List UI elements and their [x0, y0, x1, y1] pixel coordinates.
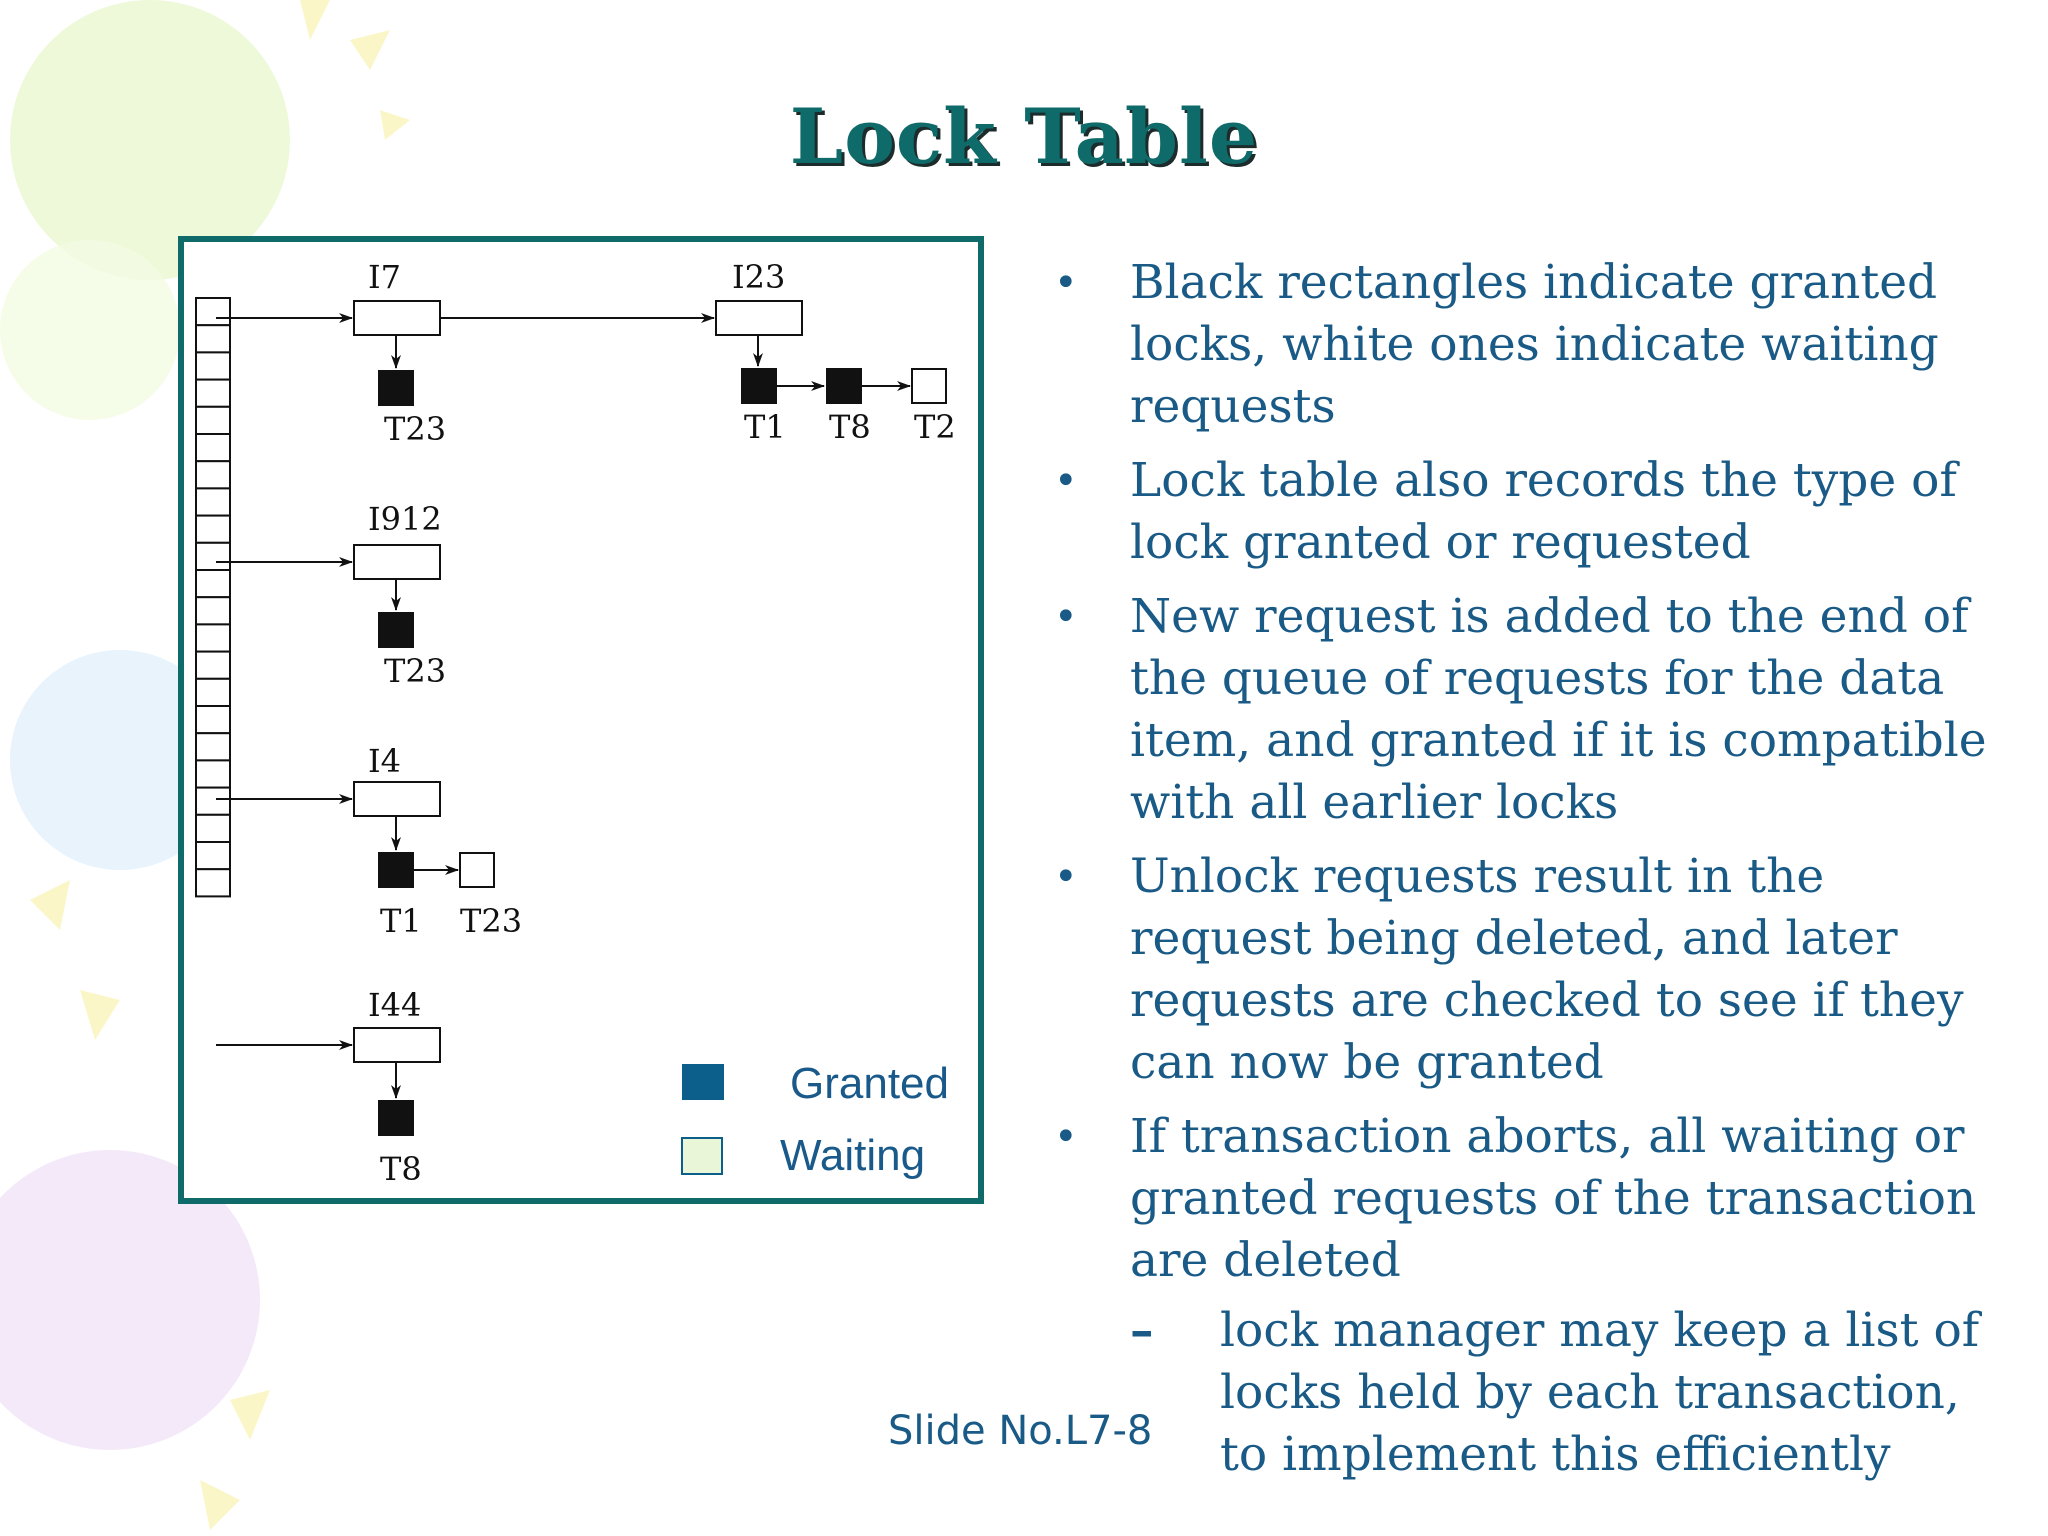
- hash-bucket-cell: [195, 813, 231, 843]
- bullet-item: • Unlock requests result in the request …: [1040, 846, 2000, 1094]
- hash-bucket-cell: [195, 433, 231, 463]
- data-item-label: I23: [732, 258, 785, 296]
- transaction-label: T23: [384, 652, 446, 690]
- hash-bucket-cell: [195, 351, 231, 381]
- hash-bucket-cell: [195, 324, 231, 354]
- sub-bullet-text: lock manager may keep a list of locks he…: [1220, 1303, 1980, 1482]
- legend-waiting-swatch: [681, 1137, 723, 1175]
- hash-bucket-cell: [195, 786, 231, 816]
- hash-table-column: [195, 297, 231, 898]
- bullet-dot-icon: •: [1054, 594, 1078, 640]
- granted-request: [378, 370, 414, 406]
- balloon-green-decoration: [10, 0, 290, 280]
- bullet-item: • New request is added to the end of the…: [1040, 586, 2000, 834]
- transaction-label: T1: [380, 902, 422, 940]
- lock-table-svg: I7 T23 I23 T1 T8 T2 I912 T23 I4 T1 T23: [195, 258, 956, 1188]
- data-item-label: I912: [368, 500, 442, 538]
- bullet-dot-icon: •: [1054, 260, 1078, 306]
- bullet-list: • Black rectangles indicate granted lock…: [1040, 252, 2000, 1498]
- bullet-dot-icon: •: [1054, 1114, 1078, 1160]
- balloon-purple-decoration: [0, 1150, 260, 1450]
- bullet-text: Black rectangles indicate granted locks,…: [1130, 255, 1939, 434]
- hash-bucket-cell: [195, 460, 231, 490]
- bullet-text: Unlock requests result in the request be…: [1130, 849, 1964, 1090]
- transaction-label: T23: [460, 902, 522, 940]
- sun-ray-decoration: [80, 990, 120, 1040]
- sun-ray-decoration: [350, 30, 390, 70]
- transaction-label: T8: [380, 1150, 422, 1188]
- bullet-text: New request is added to the end of the q…: [1130, 589, 1987, 830]
- lock-table-diagram: I7 T23 I23 T1 T8 T2 I912 T23 I4 T1 T23: [178, 236, 984, 1204]
- data-item-box: [715, 300, 803, 336]
- hash-bucket-cell: [195, 759, 231, 789]
- transaction-label: T1: [744, 408, 786, 446]
- transaction-label: T2: [914, 408, 956, 446]
- granted-request: [826, 368, 862, 404]
- legend-granted-swatch: [682, 1064, 724, 1100]
- hash-bucket-cell: [195, 405, 231, 436]
- granted-request: [741, 368, 777, 404]
- hash-bucket-cell: [195, 541, 231, 571]
- hash-bucket-cell: [195, 650, 231, 680]
- data-item-box: [353, 1027, 441, 1063]
- sun-ray-decoration: [300, 0, 330, 40]
- granted-request: [378, 1100, 414, 1136]
- hash-bucket-cell: [195, 514, 231, 544]
- data-item-box: [353, 300, 441, 336]
- waiting-request: [459, 852, 495, 888]
- legend-granted-label: Granted: [790, 1059, 949, 1108]
- sub-bullet-list: – lock manager may keep a list of locks …: [1130, 1300, 2000, 1486]
- slide-title: Lock Table: [789, 92, 1259, 181]
- bullet-text: Lock table also records the type of lock…: [1130, 453, 1957, 570]
- bullet-item: • Black rectangles indicate granted lock…: [1040, 252, 2000, 438]
- data-item-box: [353, 544, 441, 580]
- bullet-item: • Lock table also records the type of lo…: [1040, 450, 2000, 574]
- hash-bucket-cell: [195, 732, 231, 762]
- sun-ray-decoration: [200, 1480, 240, 1530]
- slide-number: Slide No.L7-8: [888, 1408, 1153, 1454]
- legend-waiting-label: Waiting: [780, 1131, 925, 1180]
- balloon-green-decoration: [0, 240, 180, 420]
- hash-bucket-cell: [195, 487, 231, 517]
- hash-bucket-cell: [195, 596, 231, 626]
- sun-ray-decoration: [230, 1390, 270, 1440]
- sun-ray-decoration: [380, 110, 410, 140]
- hash-bucket-cell: [195, 705, 231, 735]
- balloon-blue-decoration: [10, 650, 230, 870]
- granted-request: [378, 612, 414, 648]
- bullet-item: • If transaction aborts, all waiting or …: [1040, 1106, 2000, 1486]
- transaction-label: T8: [829, 408, 871, 446]
- data-item-label: I7: [368, 258, 401, 296]
- bullet-dot-icon: •: [1054, 854, 1078, 900]
- sun-ray-decoration: [30, 880, 70, 930]
- hash-bucket-cell: [195, 677, 231, 707]
- hash-bucket-cell: [195, 841, 231, 871]
- hash-bucket-cell: [195, 297, 231, 327]
- transaction-label: T23: [384, 410, 446, 448]
- data-item-label: I44: [368, 986, 421, 1024]
- hash-bucket-cell: [195, 569, 231, 599]
- waiting-request: [911, 368, 947, 404]
- bullet-text: If transaction aborts, all waiting or gr…: [1130, 1109, 1977, 1288]
- hash-bucket-cell: [195, 378, 231, 408]
- bullet-dot-icon: •: [1054, 458, 1078, 504]
- data-item-label: I4: [368, 742, 401, 780]
- data-item-box: [353, 781, 441, 817]
- dash-icon: –: [1130, 1303, 1154, 1358]
- granted-request: [378, 852, 414, 888]
- hash-bucket-cell: [195, 623, 231, 653]
- hash-bucket-cell: [195, 868, 231, 898]
- sub-bullet-item: – lock manager may keep a list of locks …: [1130, 1300, 2000, 1486]
